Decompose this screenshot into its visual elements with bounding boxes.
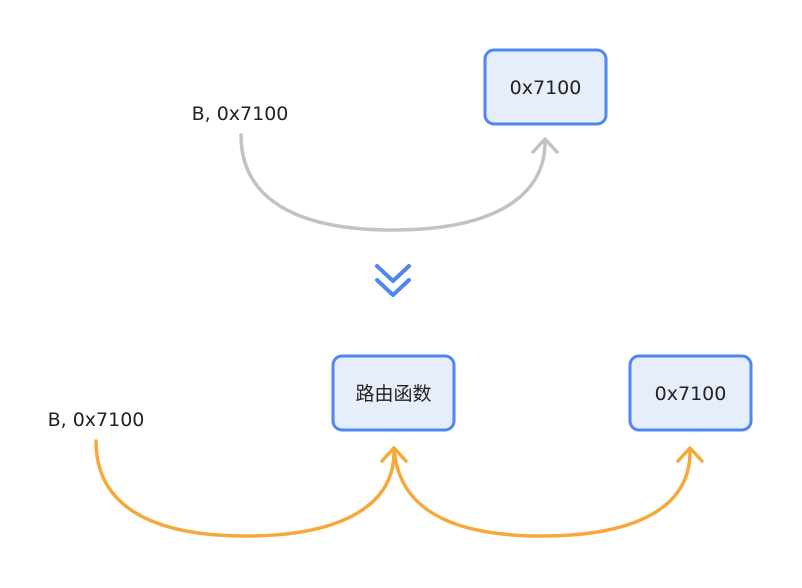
- bottom-flow: B, 0x7100 路由函数 0x7100: [48, 354, 753, 538]
- bottom-flow-arrow-to-target-head: [676, 446, 704, 463]
- router-function-box: 路由函数: [331, 354, 456, 432]
- bottom-target-box-rect: [628, 354, 753, 432]
- bottom-target-box: 0x7100: [628, 354, 753, 432]
- bottom-flow-arrow-to-router: [94, 439, 396, 538]
- bottom-flow-arrow-to-target: [392, 446, 692, 538]
- bottom-source-label: B, 0x7100: [48, 409, 145, 431]
- double-chevron-down-icon: [375, 264, 411, 297]
- router-function-box-rect: [331, 354, 456, 432]
- top-target-box-label: 0x7100: [510, 77, 582, 99]
- top-target-box-rect: [483, 48, 608, 126]
- top-flow: B, 0x7100 0x7100: [192, 48, 608, 232]
- top-flow-arrowhead: [531, 137, 559, 154]
- top-target-box: 0x7100: [483, 48, 608, 126]
- top-source-label: B, 0x7100: [192, 103, 289, 125]
- top-flow-arrow: [239, 133, 547, 232]
- router-function-box-label: 路由函数: [355, 383, 431, 405]
- bottom-target-box-label: 0x7100: [655, 383, 727, 405]
